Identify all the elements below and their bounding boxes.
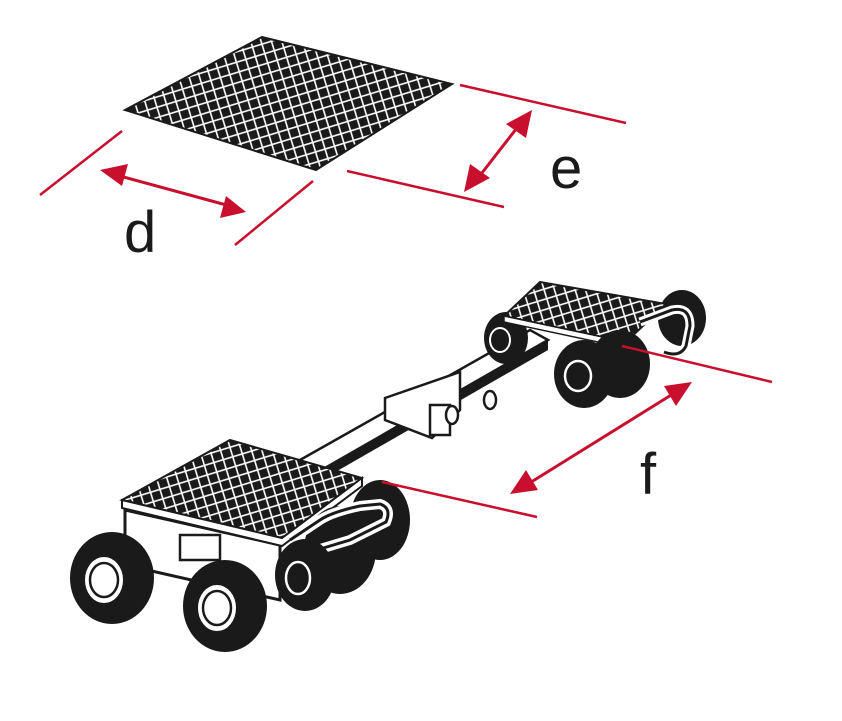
extension-line-d-right [234, 180, 314, 246]
front-handle-outline [289, 502, 390, 554]
arrow-d-shaft [119, 174, 231, 208]
rear-roller-left-hub [489, 327, 511, 353]
extension-line-f-top [621, 344, 773, 384]
dimension-e [346, 83, 627, 209]
extension-line-d-left [39, 130, 123, 196]
arrow-f-shaft [527, 390, 677, 486]
arrow-e-shaft [476, 123, 522, 179]
dimension-d [39, 130, 314, 246]
rear-roller-front-hub [563, 359, 593, 393]
rear-roller-back [658, 290, 706, 346]
extension-line-e-top [459, 83, 627, 125]
dimension-label-d: d [124, 200, 157, 265]
skate-assembly [70, 280, 706, 652]
top-pad-plate [122, 35, 455, 172]
front-roller-right [275, 539, 335, 611]
arrow-e-head-top [506, 110, 532, 138]
rear-roller-front-b [554, 340, 614, 408]
front-skate [70, 438, 410, 652]
arrow-e-head-bottom [464, 164, 490, 192]
extension-line-f-bottom [381, 480, 538, 519]
arrow-d-head-left [100, 164, 128, 186]
dimension-f [381, 344, 773, 519]
arrow-d-head-right [220, 196, 246, 218]
rear-skate [484, 280, 706, 408]
coupling-pin-right [482, 389, 498, 411]
dimension-label-f: f [640, 442, 657, 507]
coupling-pin-left [444, 404, 460, 426]
front-frame-slot [178, 533, 222, 562]
front-wheel-right-hub-inner [201, 589, 233, 627]
arrow-f-head-bottom [510, 470, 538, 494]
dimension-label-e: e [550, 136, 583, 201]
front-roller-right-hub [284, 560, 312, 596]
rear-handle-outline [639, 307, 692, 356]
front-wheel-left-hub-inner [88, 561, 120, 599]
arrow-f-head-top [664, 382, 692, 406]
extension-line-e-bottom [346, 169, 505, 209]
